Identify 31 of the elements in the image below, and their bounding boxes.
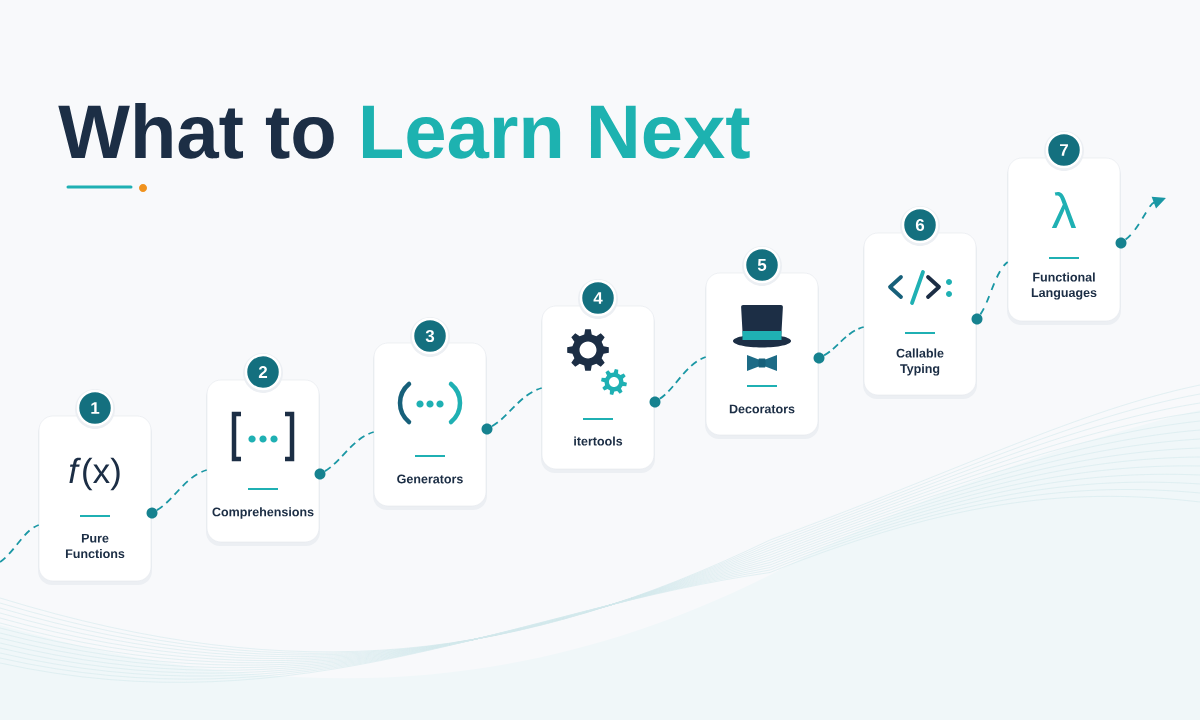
card-label: itertools (574, 436, 623, 446)
dashed-connector (979, 261, 1009, 316)
symbol-text: λ (1051, 191, 1077, 229)
step-card (541, 305, 655, 473)
dashed-connector (823, 326, 865, 357)
card-label: Callable Typing (896, 348, 944, 376)
step-card (1007, 157, 1121, 325)
number-badge: 1 (75, 389, 115, 429)
step-card (705, 272, 819, 439)
dashed-connector (491, 387, 543, 428)
card-label: Comprehensions (212, 507, 314, 519)
symbol-text: f(x) (69, 457, 120, 491)
step-card (373, 342, 487, 510)
card-label: Functional Languages (1031, 272, 1097, 300)
card-label: Generators (397, 474, 463, 484)
dashed-connector (658, 356, 707, 400)
number-badge: 4 (578, 279, 618, 319)
card-label: Decorators (729, 404, 795, 414)
number-badge: 5 (742, 246, 782, 286)
step-card (206, 379, 320, 546)
card-label: Pure Functions (66, 533, 125, 559)
step-card (863, 232, 977, 399)
number-badge: 7 (1044, 131, 1084, 171)
dashed-connector (324, 431, 375, 472)
step-card (38, 415, 152, 585)
number-badge: 3 (410, 317, 450, 357)
dashed-connector (156, 469, 208, 511)
dashed-connector (0, 524, 40, 563)
title: What to Learn Next (58, 102, 750, 159)
number-badge: 6 (900, 206, 940, 246)
number-badge: 2 (243, 353, 283, 393)
